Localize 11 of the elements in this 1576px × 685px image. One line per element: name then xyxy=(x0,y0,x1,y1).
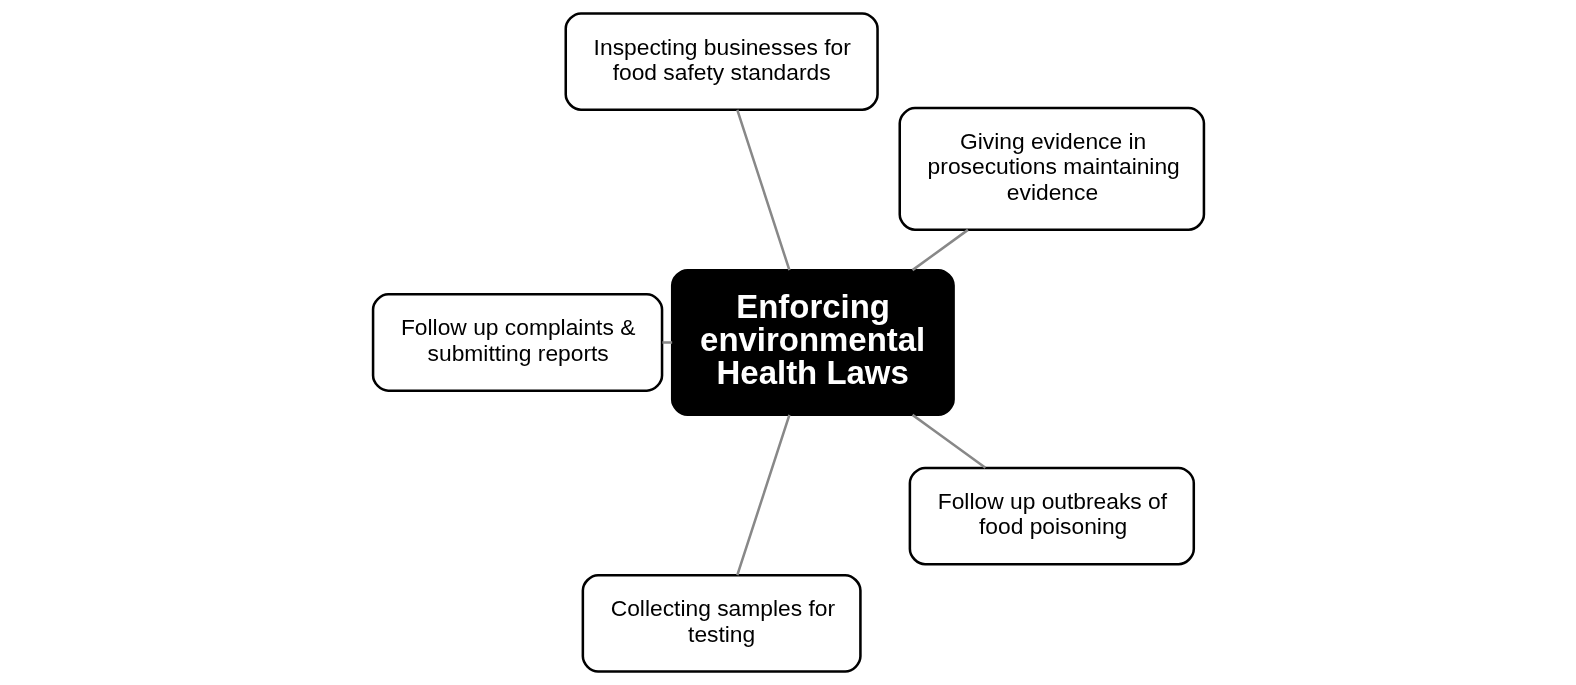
node-box: Follow up complaints & submitting reports xyxy=(371,293,663,392)
connector xyxy=(911,413,986,469)
connector xyxy=(735,109,791,271)
connector xyxy=(661,341,672,344)
node-box: Collecting samples for testing xyxy=(581,573,862,673)
node-box: Inspecting businesses for food safety standards xyxy=(564,12,879,112)
node-box: Follow up outbreaks of food poisoning xyxy=(908,466,1195,566)
connector xyxy=(735,414,791,576)
node-box: Enforcing environmental Health Laws xyxy=(670,269,955,416)
node-box: Giving evidence in prosecutions maintaining evidence xyxy=(897,106,1205,231)
connector xyxy=(911,228,969,272)
